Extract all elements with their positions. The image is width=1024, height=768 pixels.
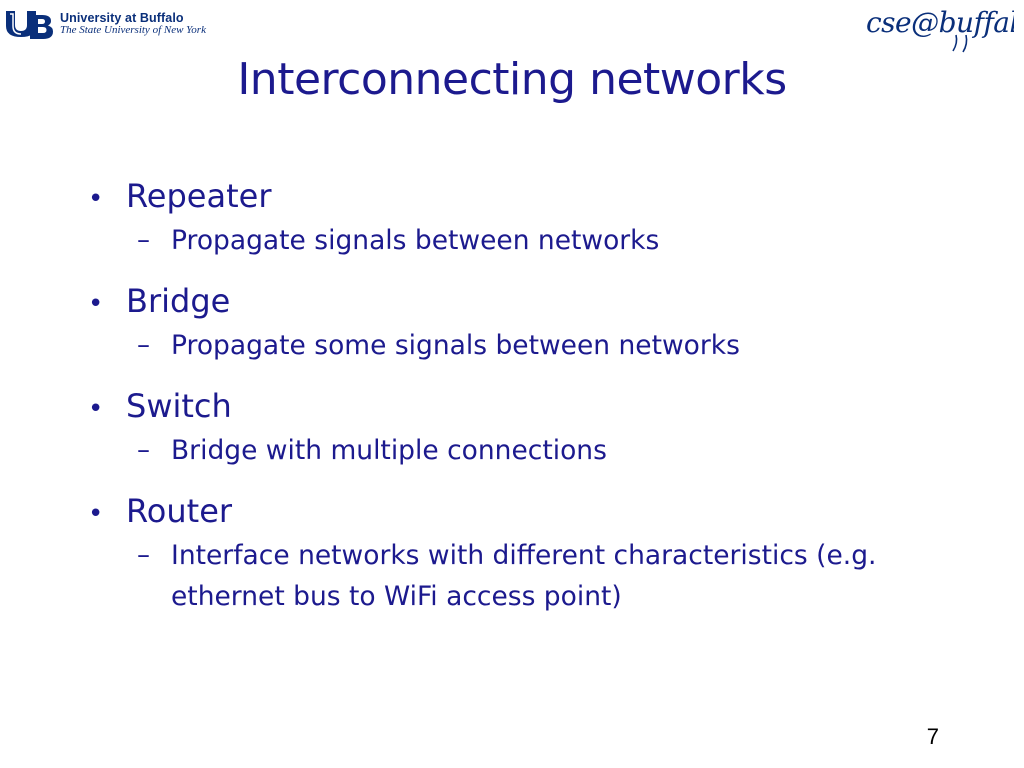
sub-item: – Propagate some signals between network… — [137, 325, 948, 366]
bullet-icon: • — [88, 499, 104, 529]
ub-subtitle: The State University of New York — [60, 23, 206, 36]
bullet-item: • Bridge – Propagate some signals betwee… — [88, 277, 948, 366]
sub-list: – Propagate signals between networks — [88, 220, 948, 261]
sub-item-label: Propagate some signals between networks — [171, 330, 740, 361]
bullet-item: • Router – Interface networks with diffe… — [88, 487, 948, 617]
dash-icon: – — [137, 540, 150, 570]
bullet-label: Repeater — [126, 177, 272, 215]
sub-item: – Bridge with multiple connections — [137, 430, 948, 471]
cse-buffalo-wordmark-text: cse@buffalo — [866, 6, 1014, 39]
dash-icon: – — [137, 225, 150, 255]
cse-buffalo-wordmark-icon: cse@buffalo — [866, 6, 1014, 53]
ub-name: University at Buffalo — [60, 10, 184, 25]
sub-item: – Propagate signals between networks — [137, 220, 948, 261]
sub-item: – Interface networks with different char… — [137, 535, 948, 617]
bullet-item: • Repeater – Propagate signals between n… — [88, 172, 948, 261]
sub-item-label: Interface networks with different charac… — [171, 540, 877, 612]
sub-list: – Propagate some signals between network… — [88, 325, 948, 366]
bullet-icon: • — [88, 289, 104, 319]
ub-monogram-icon — [6, 11, 53, 39]
bullet-label: Bridge — [126, 282, 231, 320]
bullet-item: • Switch – Bridge with multiple connecti… — [88, 382, 948, 471]
sub-item-label: Bridge with multiple connections — [171, 435, 607, 466]
ub-logo: University at Buffalo The State Universi… — [4, 8, 206, 40]
sub-item-label: Propagate signals between networks — [171, 225, 660, 256]
bullet-list: • Repeater – Propagate signals between n… — [88, 172, 948, 617]
bullet-label: Switch — [126, 387, 232, 425]
bullet-label: Router — [126, 492, 233, 530]
bullet-icon: • — [88, 394, 104, 424]
slide-number: 7 — [926, 724, 939, 749]
sub-list: – Interface networks with different char… — [88, 535, 948, 617]
cse-buffalo-logo: cse@buffalo — [864, 2, 1014, 54]
slide-title: Interconnecting networks — [237, 54, 787, 105]
bullet-icon: • — [88, 184, 104, 214]
dash-icon: – — [137, 435, 150, 465]
dash-icon: – — [137, 330, 150, 360]
sub-list: – Bridge with multiple connections — [88, 430, 948, 471]
